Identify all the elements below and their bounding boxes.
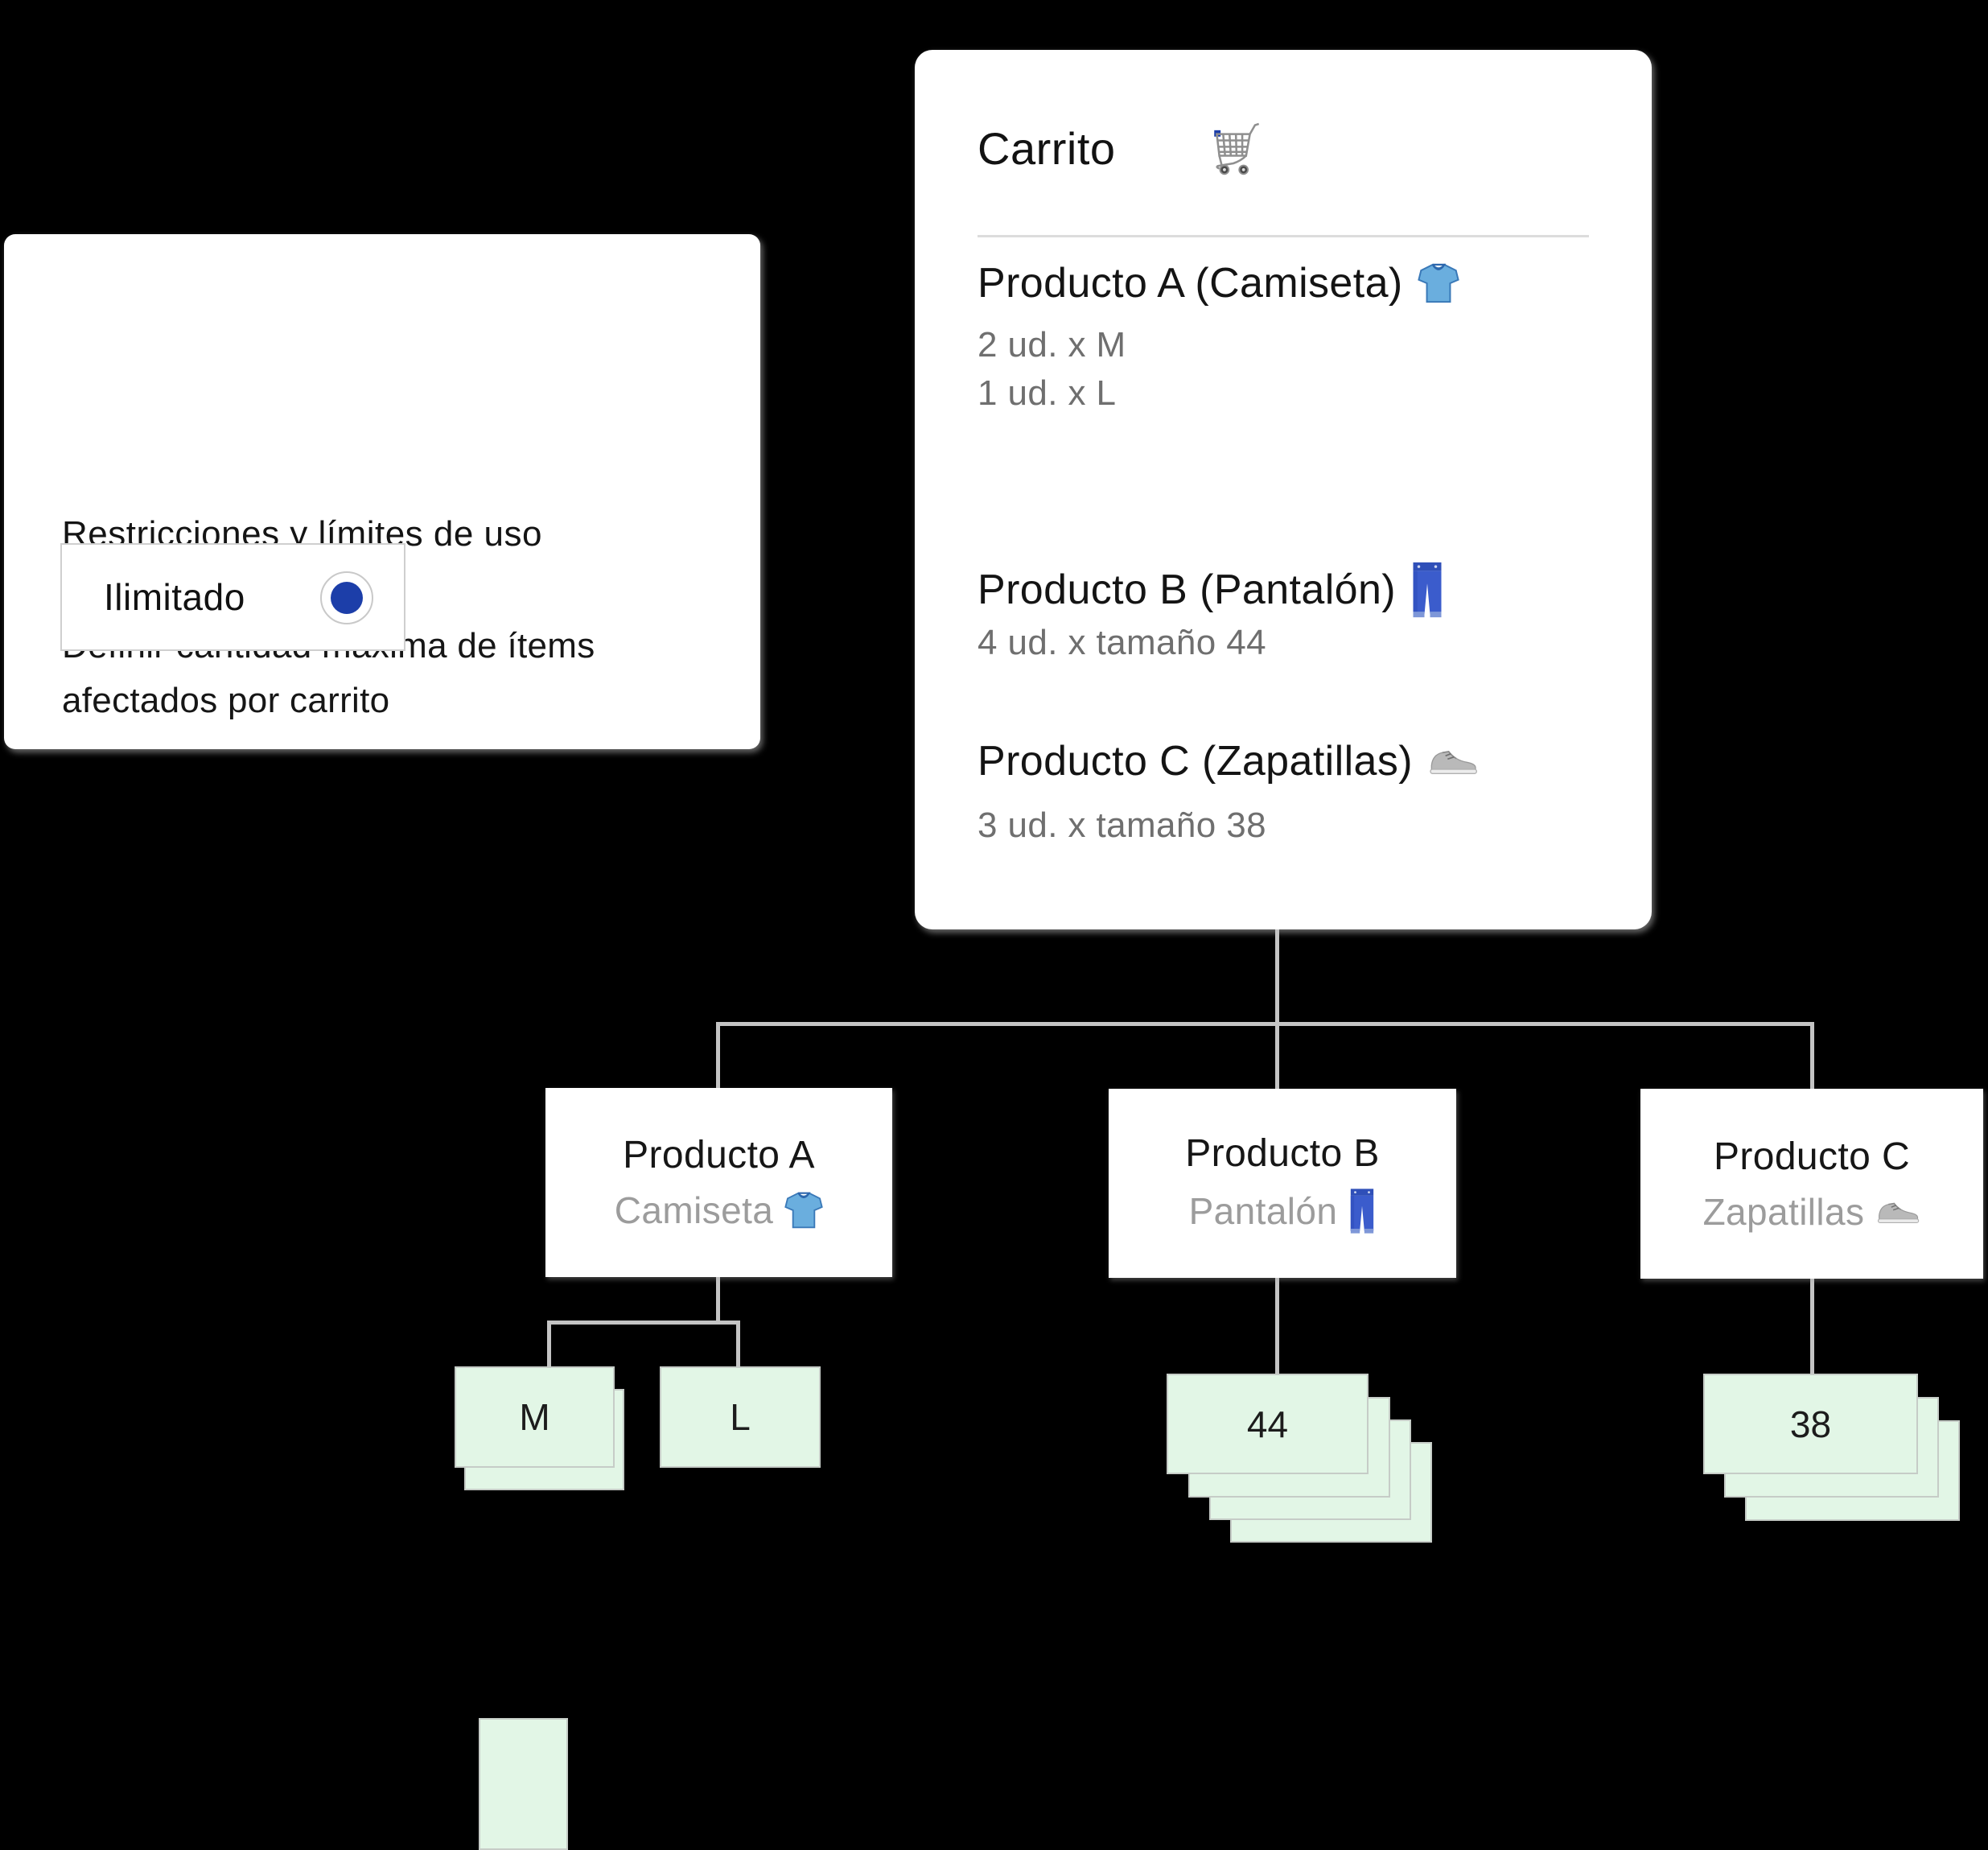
restrictions-description-line2: afectados por carrito: [62, 681, 390, 720]
cart-item-a-line2: 1 ud. x L: [978, 373, 1117, 413]
shopping-cart-icon: [1203, 117, 1264, 179]
limit-option-unlimited[interactable]: Ilimitado: [60, 543, 405, 651]
radio-inner-dot: [331, 582, 363, 614]
sneaker-icon: [1427, 747, 1479, 776]
connector-drop-variant-44: [1275, 1278, 1279, 1376]
cart-item-a-name: Producto A (Camiseta): [978, 259, 1459, 307]
connector-drop-variant-l: [736, 1321, 740, 1369]
product-a-subtitle: Camiseta: [615, 1189, 824, 1232]
variant-card-l: L: [660, 1366, 821, 1468]
cart-divider: [978, 235, 1589, 237]
variant-44-label: 44: [1246, 1403, 1289, 1445]
cart-item-c-label: Producto C (Zapatillas): [978, 738, 1413, 785]
product-b-title: Producto B: [1185, 1132, 1380, 1175]
product-node-a: Producto A Camiseta: [545, 1088, 892, 1277]
variant-38-label: 38: [1789, 1403, 1832, 1445]
product-b-subtitle: Pantalón: [1189, 1187, 1377, 1235]
cart-card: Carrito Producto A (Camiseta) 2 ud. x M …: [915, 50, 1652, 929]
variant-l-label: L: [730, 1396, 751, 1438]
product-c-title: Producto C: [1713, 1135, 1911, 1178]
connector-drop-variant-38: [1810, 1279, 1814, 1376]
connector-product-a-down: [716, 1277, 720, 1324]
product-node-b: Producto B Pantalón: [1109, 1089, 1456, 1278]
product-a-subtitle-label: Camiseta: [614, 1189, 774, 1231]
radio-button-selected[interactable]: [320, 571, 373, 624]
variant-m-label: M: [519, 1396, 550, 1438]
cart-item-c-line1: 3 ud. x tamaño 38: [978, 806, 1267, 845]
connector-variant-bar-a: [547, 1321, 740, 1325]
product-b-subtitle-label: Pantalón: [1188, 1190, 1338, 1232]
legend-green-swatch: [479, 1718, 568, 1850]
jeans-icon: [1348, 1187, 1376, 1235]
jeans-icon: [1410, 560, 1444, 620]
variant-card-m: M: [455, 1366, 615, 1468]
cart-item-a-line1: 2 ud. x M: [978, 325, 1126, 365]
connector-drop-variant-m: [547, 1321, 551, 1369]
unlimited-option-label: Ilimitado: [104, 576, 245, 618]
product-node-c: Producto C Zapatillas: [1640, 1089, 1983, 1279]
connector-drop-product-a: [716, 1022, 720, 1090]
restrictions-card: Restricciones y límites de uso Definir c…: [4, 234, 760, 749]
connector-cart-down: [1275, 929, 1279, 1024]
cart-title: Carrito: [978, 122, 1116, 174]
cart-item-b-line1: 4 ud. x tamaño 44: [978, 623, 1267, 662]
cart-item-a-label: Producto A (Camiseta): [978, 260, 1403, 307]
sneaker-icon: [1875, 1199, 1920, 1225]
tshirt-icon: [784, 1191, 823, 1230]
cart-item-b-label: Producto B (Pantalón): [978, 567, 1397, 613]
variant-card-44: 44: [1167, 1374, 1369, 1474]
product-c-subtitle: Zapatillas: [1703, 1190, 1921, 1234]
cart-header: Carrito: [978, 117, 1264, 179]
connector-drop-product-c: [1810, 1022, 1814, 1090]
product-a-title: Producto A: [623, 1134, 815, 1176]
cart-item-b-name: Producto B (Pantalón): [978, 560, 1444, 620]
variant-card-38: 38: [1703, 1374, 1918, 1474]
connector-level1-bar: [718, 1022, 1814, 1026]
tshirt-icon: [1417, 262, 1459, 304]
product-c-subtitle-label: Zapatillas: [1702, 1190, 1865, 1233]
connector-drop-product-b: [1275, 1022, 1279, 1090]
cart-item-c-name: Producto C (Zapatillas): [978, 737, 1479, 785]
